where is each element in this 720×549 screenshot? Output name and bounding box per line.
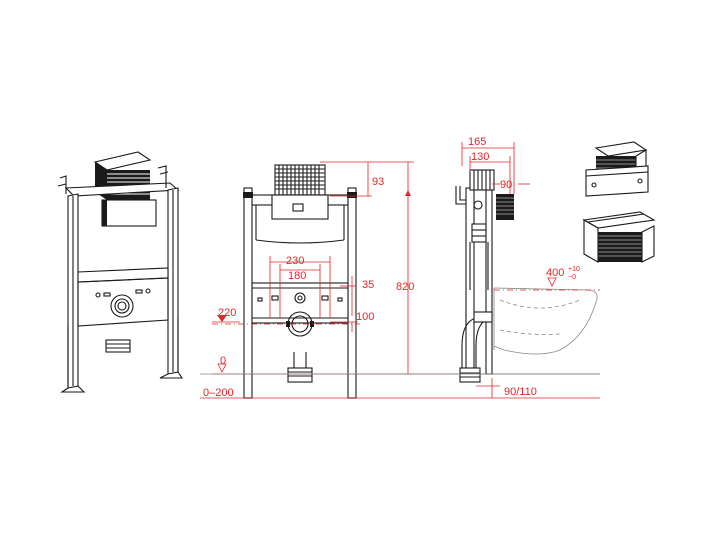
dim-drain-height: 220 (218, 307, 236, 319)
dim-pan-height: 400 (546, 267, 564, 279)
dim-total-height: 820 (396, 281, 414, 293)
dim-floor-level: 0 (220, 355, 226, 367)
dim-pan-tol-minus: −0 (568, 274, 576, 281)
frame-3d-icon (57, 151, 184, 393)
dim-width-outer: 230 (286, 255, 304, 267)
side-dimensions (461, 142, 600, 398)
dim-adjust-range: 0–200 (203, 387, 234, 399)
side-elevation (440, 169, 600, 383)
dim-width-inner: 180 (288, 270, 306, 282)
dim-depth-inner: 130 (471, 151, 489, 163)
dim-pipe: 90/110 (504, 386, 537, 398)
dim-small: 35 (362, 279, 374, 291)
dim-top: 93 (372, 176, 384, 188)
dim-pan-tol-plus: +10 (568, 266, 580, 273)
dim-depth-outer: 165 (468, 136, 486, 148)
cistern-module-icon-2 (582, 211, 656, 263)
cistern-module-icon (585, 141, 649, 197)
dim-drain-offset: 100 (356, 311, 374, 323)
dim-depth-small: 90 (500, 179, 512, 191)
